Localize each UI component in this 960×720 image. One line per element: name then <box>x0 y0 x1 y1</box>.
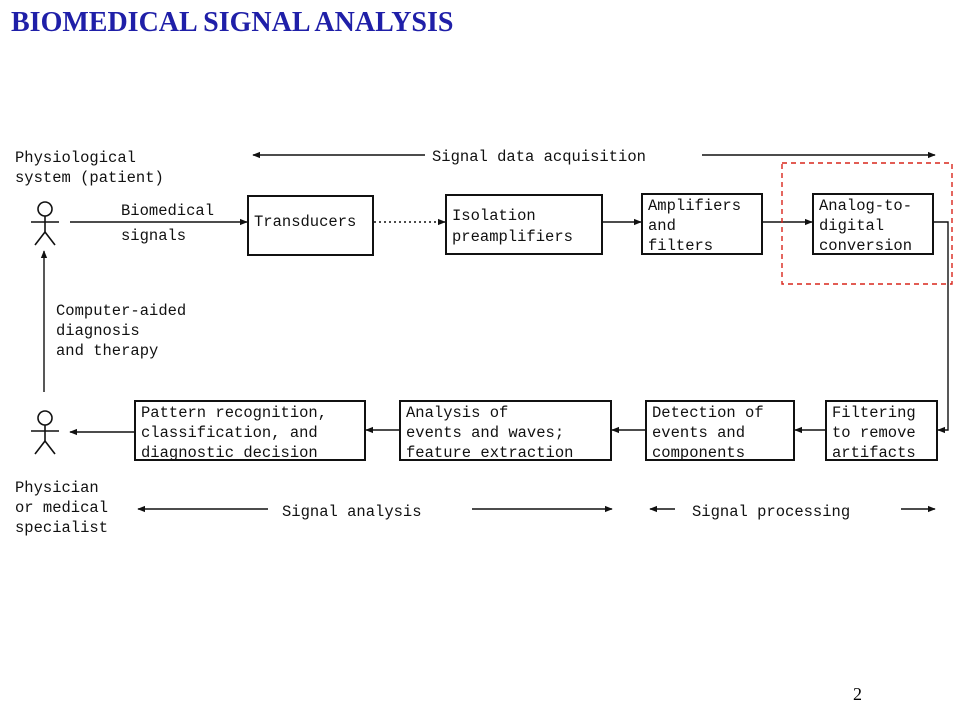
filtering-block-line1: Filtering <box>832 404 916 422</box>
physician-label-line3: specialist <box>15 519 108 537</box>
pattern-block-line2: classification, and <box>141 424 318 442</box>
physician-label-line2: or medical <box>15 499 108 517</box>
isolation-block-line2: preamplifiers <box>452 228 573 246</box>
physician-label-line1: Physician <box>15 479 99 497</box>
amplifiers-block-line2: and <box>648 217 676 235</box>
transducers-block-line1: Transducers <box>254 213 356 231</box>
page-number: 2 <box>853 684 862 704</box>
detection-block <box>645 400 795 461</box>
pattern-recognition-block <box>134 400 366 461</box>
patient-label-line1: Physiological <box>15 149 136 167</box>
patient-label-line2: system (patient) <box>15 169 164 187</box>
adc-block-line1: Analog-to- <box>819 197 912 215</box>
amplifiers-block-line3: filters <box>648 237 713 255</box>
detection-block-line3: components <box>652 444 745 462</box>
amplifiers-filters-block <box>641 193 763 255</box>
adc-block-line2: digital <box>819 217 884 235</box>
feedback-label-line3: and therapy <box>56 342 158 360</box>
pattern-block-line1: Pattern recognition, <box>141 404 327 422</box>
physician-figure-icon <box>31 410 59 455</box>
filtering-block <box>825 400 938 461</box>
adc-block <box>812 193 934 255</box>
biomedical-signals-line2: signals <box>121 227 186 245</box>
feedback-label-line1: Computer-aided <box>56 302 186 320</box>
filtering-block-line3: artifacts <box>832 444 916 462</box>
adc-to-filtering-connector <box>933 221 949 434</box>
pattern-block-line3: diagnostic decision <box>141 444 318 462</box>
amplifiers-block-line1: Amplifiers <box>648 197 741 215</box>
processing-label: Signal processing <box>692 503 850 521</box>
isolation-preamplifiers-block <box>445 194 603 255</box>
detection-block-line1: Detection of <box>652 404 764 422</box>
analysis-block-line1: Analysis of <box>406 404 508 422</box>
slide-title: BIOMEDICAL SIGNAL ANALYSIS <box>11 7 454 38</box>
feedback-label-line2: diagnosis <box>56 322 140 340</box>
isolation-block-line1: Isolation <box>452 207 536 225</box>
adc-highlight-box <box>781 162 953 285</box>
analysis-block <box>399 400 612 461</box>
filtering-block-line2: to remove <box>832 424 916 442</box>
transducers-block <box>247 195 374 256</box>
acquisition-label: Signal data acquisition <box>432 148 646 166</box>
analysis-block-line3: feature extraction <box>406 444 573 462</box>
analysis-label: Signal analysis <box>282 503 422 521</box>
biomedical-signals-line1: Biomedical <box>121 202 214 220</box>
analysis-block-line2: events and waves; <box>406 424 564 442</box>
detection-block-line2: events and <box>652 424 745 442</box>
patient-figure-icon <box>31 201 59 246</box>
adc-block-line3: conversion <box>819 237 912 255</box>
